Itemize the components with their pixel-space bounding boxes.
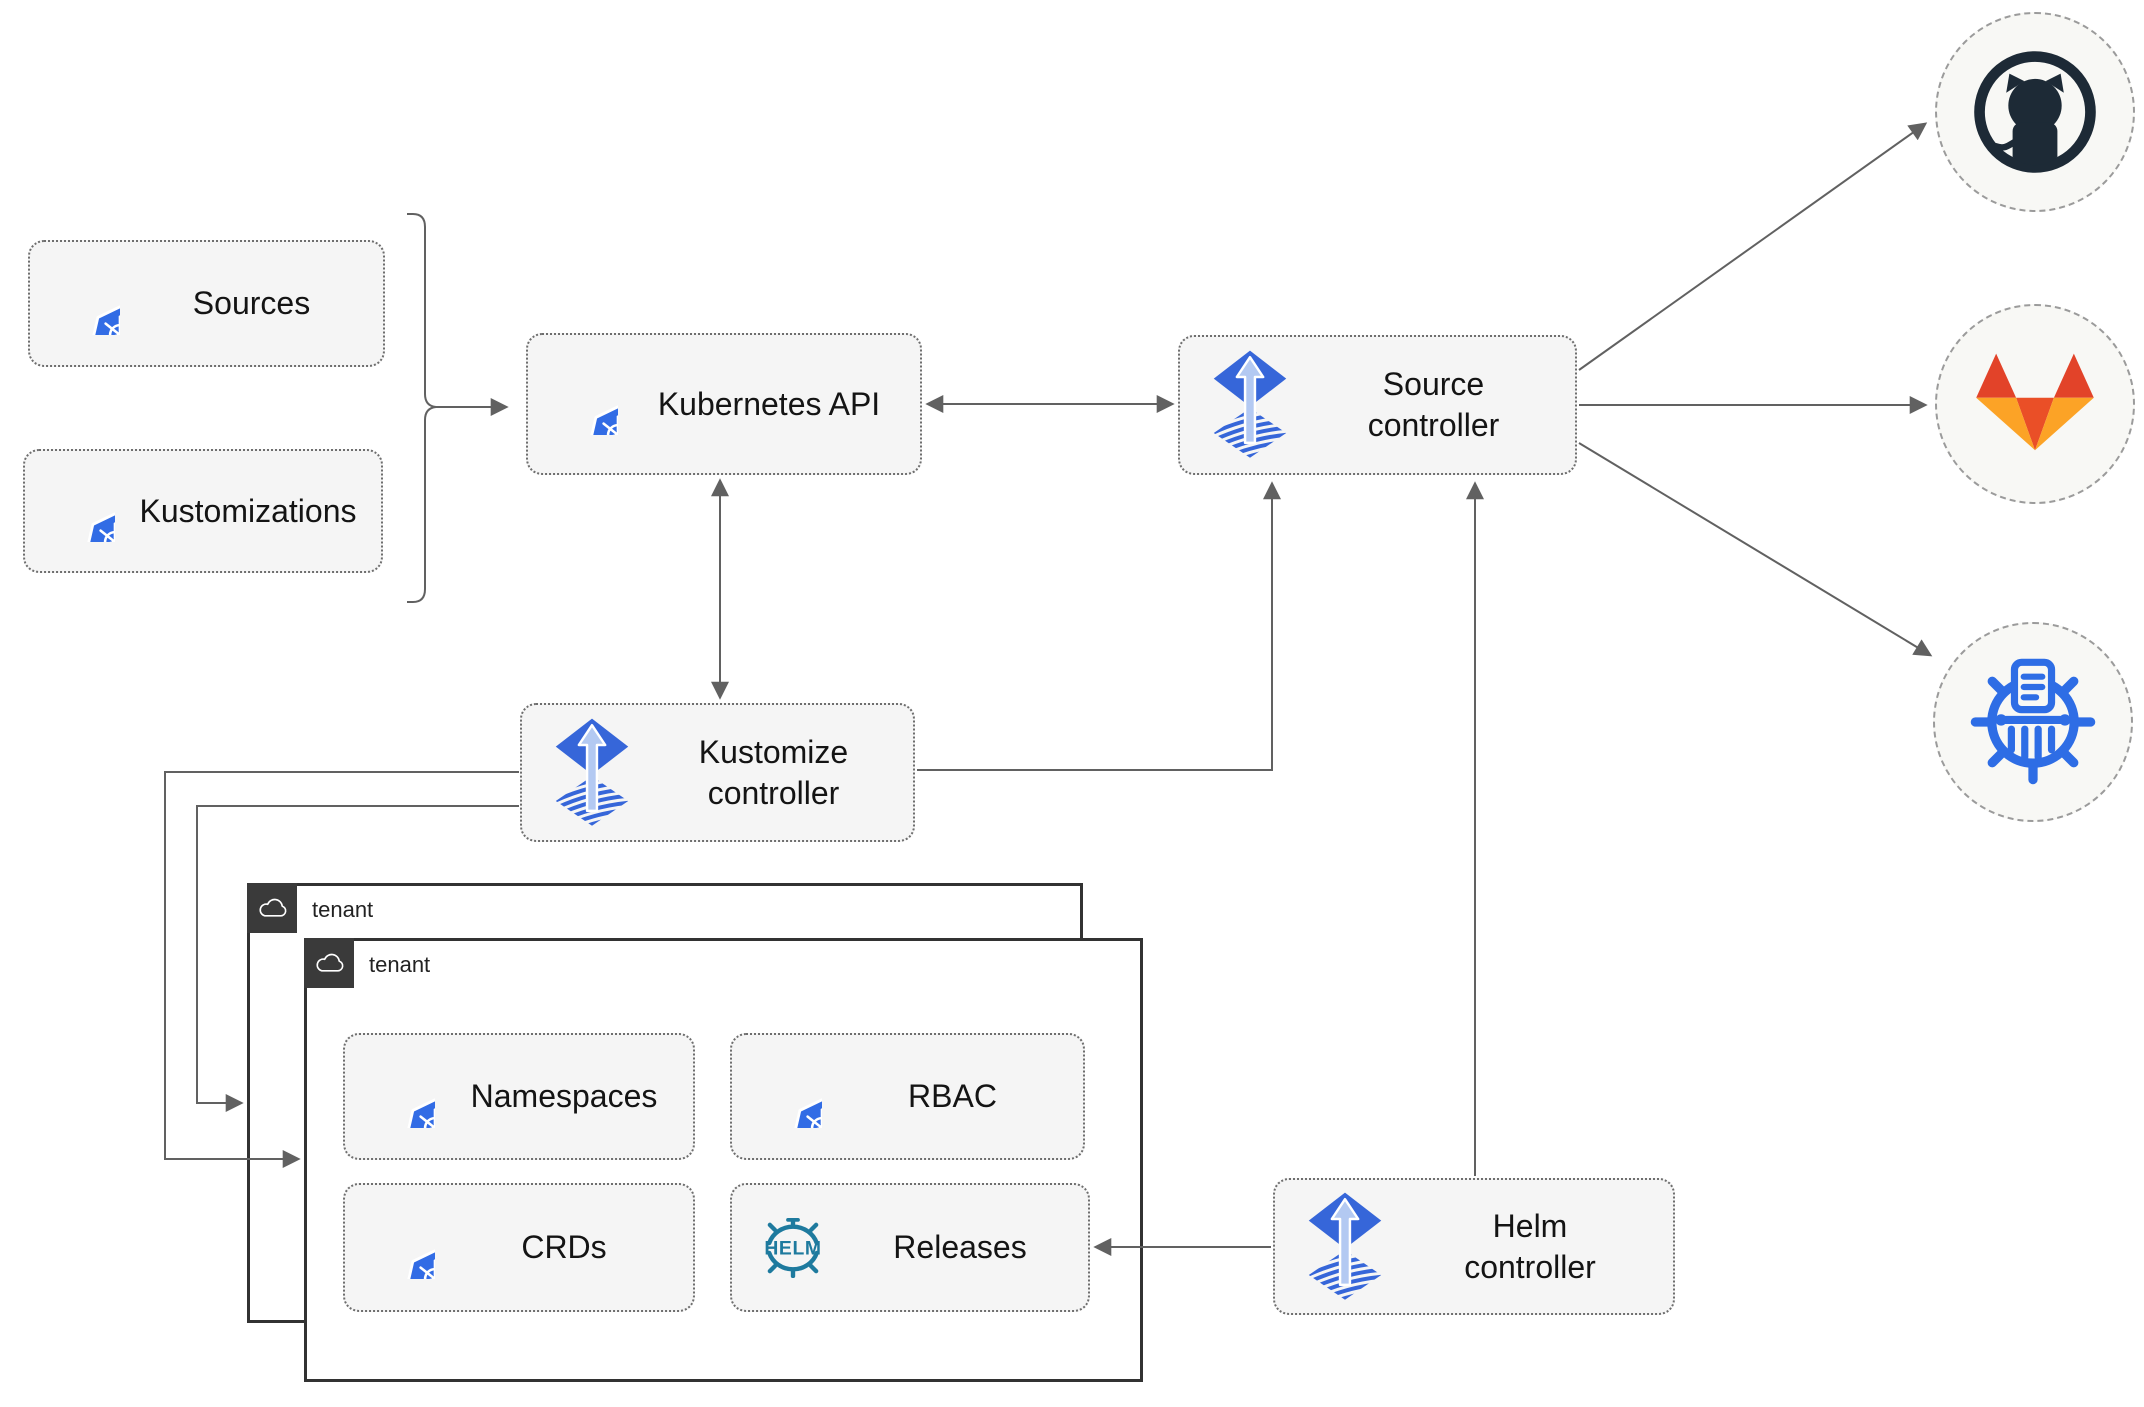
node-label: Kustomize controller xyxy=(698,733,849,811)
tenant-header xyxy=(247,883,297,933)
arrow-kustomize-to-source-controller xyxy=(917,481,1281,771)
cloud-icon xyxy=(257,897,288,920)
remote-circle-github xyxy=(1935,12,2135,212)
node-sources: Sources xyxy=(28,240,385,367)
tenant-header xyxy=(304,938,354,988)
node-label: Sources xyxy=(192,285,311,322)
node-kubernetes-api: Kubernetes API xyxy=(526,333,922,475)
node-crds: CRDs xyxy=(343,1183,695,1312)
remote-circle-chartmuseum xyxy=(1933,622,2133,822)
kubernetes-icon xyxy=(371,1217,435,1279)
node-label: Kubernetes API xyxy=(657,385,881,422)
node-label: Kustomizations xyxy=(139,492,357,529)
gitlab-icon xyxy=(1976,353,2094,451)
helm-logo-text: HELM xyxy=(764,1237,821,1259)
arrow-source-to-github xyxy=(1578,122,1928,371)
tenant-label: tenant xyxy=(312,897,374,922)
tenant-box-front: tenant xyxy=(304,938,1143,1382)
flux-icon xyxy=(550,717,634,829)
kubernetes-icon xyxy=(554,373,618,435)
cloud-icon xyxy=(314,952,345,975)
node-source-controller: Source controller xyxy=(1178,335,1577,475)
remote-circle-gitlab xyxy=(1935,304,2135,504)
node-namespaces: Namespaces xyxy=(343,1033,695,1160)
node-kustomizations: Kustomizations xyxy=(23,449,383,573)
node-kustomize-controller: Kustomize controller xyxy=(520,703,915,842)
node-label: Source controller xyxy=(1367,366,1500,443)
kubernetes-icon xyxy=(758,1066,822,1128)
bracket-sources-group xyxy=(407,213,437,603)
helm-icon: HELM xyxy=(764,1217,821,1278)
kubernetes-icon xyxy=(371,1066,435,1128)
node-rbac: RBAC xyxy=(730,1033,1085,1160)
node-label: RBAC xyxy=(908,1078,997,1115)
flux-icon xyxy=(1208,349,1292,461)
node-releases: HELM Releases xyxy=(730,1183,1090,1312)
node-label: Namespaces xyxy=(470,1078,658,1115)
kubernetes-icon xyxy=(51,480,115,542)
chartmuseum-icon xyxy=(1970,658,2096,785)
flux-icon xyxy=(1303,1191,1387,1303)
github-icon xyxy=(1974,51,2096,173)
tenant-label: tenant xyxy=(369,952,431,977)
node-label: Releases xyxy=(893,1229,1027,1266)
arrow-source-to-chartmuseum xyxy=(1578,442,1933,657)
node-helm-controller: Helm controller xyxy=(1273,1178,1675,1315)
node-label: Helm controller xyxy=(1464,1207,1596,1285)
kubernetes-icon xyxy=(56,273,120,335)
node-label: CRDs xyxy=(521,1229,607,1266)
